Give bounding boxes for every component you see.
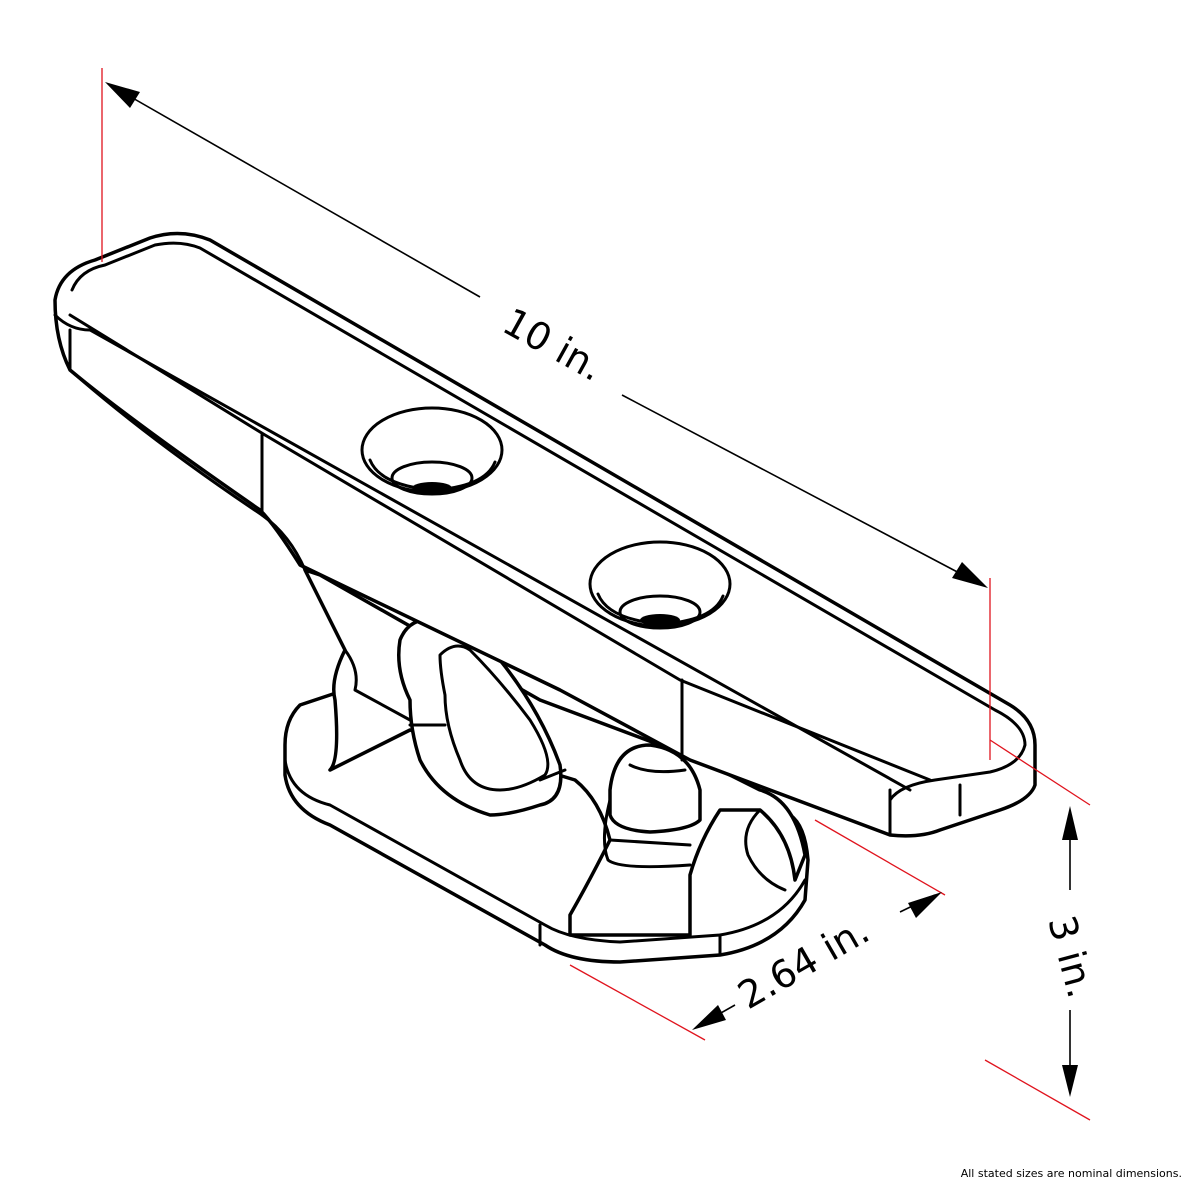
footnote: All stated sizes are nominal dimensions.	[960, 1167, 1182, 1180]
dimension-height: 3 in.	[1039, 806, 1103, 1097]
arrowhead-up	[1062, 806, 1078, 840]
height-label: 3 in.	[1039, 911, 1103, 1003]
length-label: 10 in.	[496, 299, 611, 389]
cleat-top-bar	[53, 231, 1037, 838]
arrowhead-down-left	[692, 1005, 726, 1030]
arrowhead-right	[952, 562, 988, 588]
extension-lines	[101, 68, 1091, 1121]
bolt-hole-1	[360, 406, 504, 496]
arrowhead-up-right	[908, 892, 942, 918]
arrowhead-left	[105, 82, 140, 108]
arrowhead-down	[1062, 1065, 1078, 1097]
bolt-hole-2	[588, 540, 732, 630]
